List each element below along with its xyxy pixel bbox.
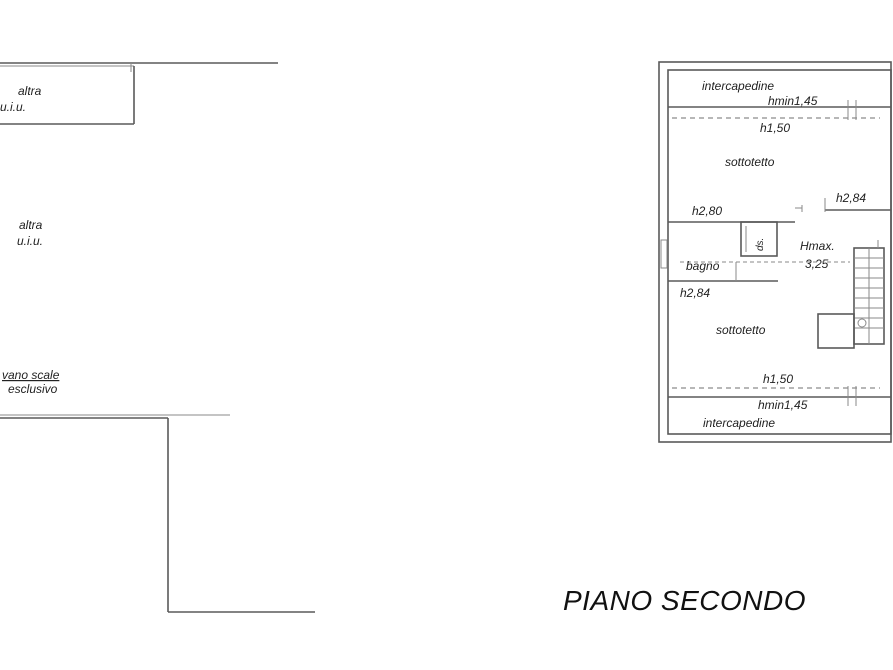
plan-title: PIANO SECONDO [563,585,806,616]
hmax-line2-label: 3,25 [805,257,829,271]
altra-uiu-2-line1: altra [19,218,43,232]
bagno-label: bagno [686,259,720,273]
h280-label: h2,80 [692,204,722,218]
altra-uiu-2-line2: u.i.u. [17,234,43,248]
ds-label: ds. [755,238,766,251]
hmin-top-label: hmin1,45 [768,94,818,108]
hmin-bottom-label: hmin1,45 [758,398,808,412]
altra-uiu-1-line1: altra [18,84,42,98]
right-plan: intercapedine hmin1,45 h1,50 sottotetto … [658,61,892,443]
intercapedine-bottom-label: intercapedine [703,416,775,430]
left-plan: altra u.i.u. altra u.i.u. vano scale esc… [0,62,315,613]
left-window [660,239,668,269]
ds-closet [740,221,778,257]
sottotetto-bottom-label: sottotetto [716,323,766,337]
stair-landing [817,313,855,349]
vano-scale-line1: vano scale [2,368,60,382]
h150-bottom-label: h1,50 [763,372,793,386]
right-inner-wall [667,69,892,435]
altra-uiu-1-line2: u.i.u. [0,100,26,114]
sottotetto-top-label: sottotetto [725,155,775,169]
intercapedine-top-label: intercapedine [702,79,774,93]
stair-arrow-circle [857,318,867,328]
vano-scale-line2: esclusivo [8,382,58,396]
h284-right-label: h2,84 [836,191,866,205]
hmax-line1-label: Hmax. [800,239,835,253]
staircase [817,240,885,349]
h150-top-label: h1,50 [760,121,790,135]
h284-left-label: h2,84 [680,286,710,300]
